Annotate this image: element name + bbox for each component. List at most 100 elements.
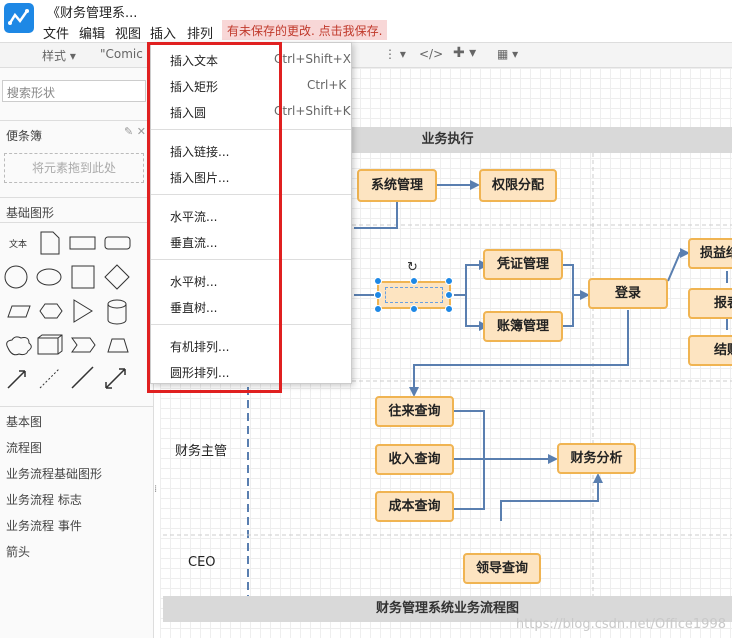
search-icon[interactable]: ⌕ bbox=[7, 84, 14, 98]
menu-separator bbox=[151, 129, 351, 130]
style-dropdown[interactable]: 样式 ▾ bbox=[42, 49, 76, 63]
node-profit-loss[interactable]: 损益结 bbox=[688, 238, 732, 269]
rounded-rect-shape-icon[interactable] bbox=[104, 236, 131, 250]
node-voucher-management[interactable]: 凭证管理 bbox=[483, 249, 563, 280]
text-shape[interactable]: 文本 bbox=[9, 238, 27, 250]
line-shape-icon[interactable] bbox=[71, 366, 94, 389]
shape-palette: 文本 bbox=[4, 231, 131, 389]
cloud-shape-icon[interactable] bbox=[6, 336, 32, 356]
lane-label-ceo[interactable]: CEO bbox=[188, 555, 216, 570]
menu-separator bbox=[151, 259, 351, 260]
shortcut-insert-circle: Ctrl+Shift+K bbox=[274, 104, 351, 118]
menu-item-insert-image[interactable]: 插入图片... bbox=[170, 171, 230, 185]
edge bbox=[354, 200, 398, 229]
menu-separator bbox=[151, 324, 351, 325]
node-ar-query[interactable]: 往来查询 bbox=[375, 396, 454, 427]
ellipse-shape-icon[interactable] bbox=[36, 268, 62, 286]
edit-icon[interactable]: ✎ ✕ bbox=[124, 125, 146, 138]
category-bpmn-marks[interactable]: 业务流程 标志 bbox=[6, 493, 82, 507]
menu-item-insert-rect[interactable]: 插入矩形 bbox=[170, 80, 219, 94]
triangle-shape-icon[interactable] bbox=[73, 299, 93, 323]
menu-item-horizontal-flow[interactable]: 水平流... bbox=[170, 210, 218, 224]
watermark: https://blog.csdn.net/Office1998 bbox=[515, 617, 726, 632]
node-closing[interactable]: 结账 bbox=[688, 335, 732, 366]
menu-item-insert-link[interactable]: 插入链接... bbox=[170, 145, 230, 159]
rotate-icon[interactable]: ↻ bbox=[407, 260, 418, 275]
bidirectional-arrow-shape-icon[interactable] bbox=[105, 368, 126, 389]
arrowhead bbox=[580, 290, 590, 300]
menu-file[interactable]: 文件 bbox=[43, 27, 70, 42]
arrowhead bbox=[470, 180, 480, 190]
toolbar bbox=[0, 42, 732, 68]
insert-menu bbox=[150, 42, 352, 384]
edge bbox=[667, 252, 686, 282]
document-shape-icon[interactable] bbox=[40, 231, 60, 255]
hexagon-shape-icon[interactable] bbox=[39, 303, 63, 319]
category-bpmn-basic[interactable]: 业务流程基础图形 bbox=[6, 467, 103, 481]
table-icon[interactable]: ▦ ▾ bbox=[497, 47, 519, 61]
menu-item-vertical-flow[interactable]: 垂直流... bbox=[170, 236, 218, 250]
category-basic[interactable]: 基本图 bbox=[6, 415, 43, 429]
document-title: 《财务管理系... bbox=[47, 6, 138, 21]
menu-view[interactable]: 视图 bbox=[115, 27, 142, 42]
step-shape-icon[interactable] bbox=[71, 337, 96, 353]
shortcut-insert-rect: Ctrl+K bbox=[307, 78, 347, 92]
arrowhead bbox=[680, 248, 690, 258]
divider bbox=[0, 197, 154, 198]
shape-search-input[interactable]: 搜索形状 ⌕ bbox=[2, 80, 146, 102]
menu-item-organic-layout[interactable]: 有机排列... bbox=[170, 340, 230, 354]
cylinder-shape-icon[interactable] bbox=[107, 299, 127, 325]
node-permission-assignment[interactable]: 权限分配 bbox=[479, 169, 557, 202]
code-icon[interactable]: </> bbox=[419, 47, 444, 61]
lane-label-finance-manager[interactable]: 财务主管 bbox=[175, 444, 228, 459]
menu-item-vertical-tree[interactable]: 垂直树... bbox=[170, 301, 218, 315]
shortcut-insert-text: Ctrl+Shift+X bbox=[274, 52, 351, 66]
node-financial-analysis[interactable]: 财务分析 bbox=[557, 443, 636, 474]
node-system-management[interactable]: 系统管理 bbox=[357, 169, 437, 202]
arrow-shape-icon[interactable] bbox=[7, 370, 26, 389]
style-label: 样式 bbox=[42, 49, 67, 63]
menu-item-insert-text[interactable]: 插入文本 bbox=[170, 54, 219, 68]
more-icon[interactable]: ⋮ ▾ bbox=[384, 47, 406, 61]
arrowhead bbox=[548, 454, 558, 464]
category-flowchart[interactable]: 流程图 bbox=[6, 441, 43, 455]
diagram-title[interactable]: 财务管理系统业务流程图 bbox=[163, 596, 732, 622]
menu-item-horizontal-tree[interactable]: 水平树... bbox=[170, 275, 218, 289]
unsaved-changes-notice[interactable]: 有未保存的更改. 点击我保存. bbox=[222, 20, 388, 40]
sidebar bbox=[0, 68, 154, 638]
add-icon[interactable]: ✚ ▾ bbox=[453, 45, 477, 61]
square-shape-icon[interactable] bbox=[71, 265, 95, 289]
node-income-query[interactable]: 收入查询 bbox=[375, 444, 454, 475]
node-leader-query[interactable]: 领导查询 bbox=[463, 553, 541, 584]
arrowhead bbox=[593, 473, 603, 483]
menu-arrange[interactable]: 排列 bbox=[187, 27, 214, 42]
rectangle-shape-icon[interactable] bbox=[69, 236, 96, 250]
menu-item-circle-layout[interactable]: 圆形排列... bbox=[170, 366, 230, 380]
divider bbox=[0, 222, 154, 223]
menu-separator bbox=[151, 194, 351, 195]
node-report[interactable]: 报表 bbox=[688, 288, 732, 319]
category-bpmn-events[interactable]: 业务流程 事件 bbox=[6, 519, 82, 533]
menu-edit[interactable]: 编辑 bbox=[79, 27, 106, 42]
trapezoid-shape-icon[interactable] bbox=[107, 338, 129, 353]
edge bbox=[413, 310, 629, 393]
sidebar-resize-handle[interactable]: ⁞ bbox=[154, 484, 158, 495]
parallelogram-shape-icon[interactable] bbox=[7, 305, 31, 318]
diamond-shape-icon[interactable] bbox=[104, 264, 130, 290]
scratchpad-dropzone[interactable]: 将元素拖到此处 bbox=[4, 153, 144, 183]
menu-item-insert-circle[interactable]: 插入圆 bbox=[170, 106, 207, 120]
selection-handles[interactable]: ↻ bbox=[372, 257, 458, 315]
node-cost-query[interactable]: 成本查询 bbox=[375, 491, 454, 522]
menu-insert[interactable]: 插入 bbox=[150, 27, 177, 42]
font-dropdown[interactable]: "Comic bbox=[100, 47, 143, 61]
category-arrows[interactable]: 箭头 bbox=[6, 545, 31, 559]
scratchpad-title[interactable]: 便条簿 bbox=[6, 129, 43, 143]
node-ledger-management[interactable]: 账簿管理 bbox=[483, 311, 563, 342]
circle-shape-icon[interactable] bbox=[4, 265, 28, 289]
dashed-line-shape-icon[interactable] bbox=[39, 368, 60, 389]
edge bbox=[563, 264, 585, 327]
selection-textbox[interactable] bbox=[385, 287, 443, 303]
node-login[interactable]: 登录 bbox=[588, 278, 668, 309]
cube-shape-icon[interactable] bbox=[37, 334, 63, 355]
basic-shapes-title[interactable]: 基础图形 bbox=[6, 206, 55, 220]
